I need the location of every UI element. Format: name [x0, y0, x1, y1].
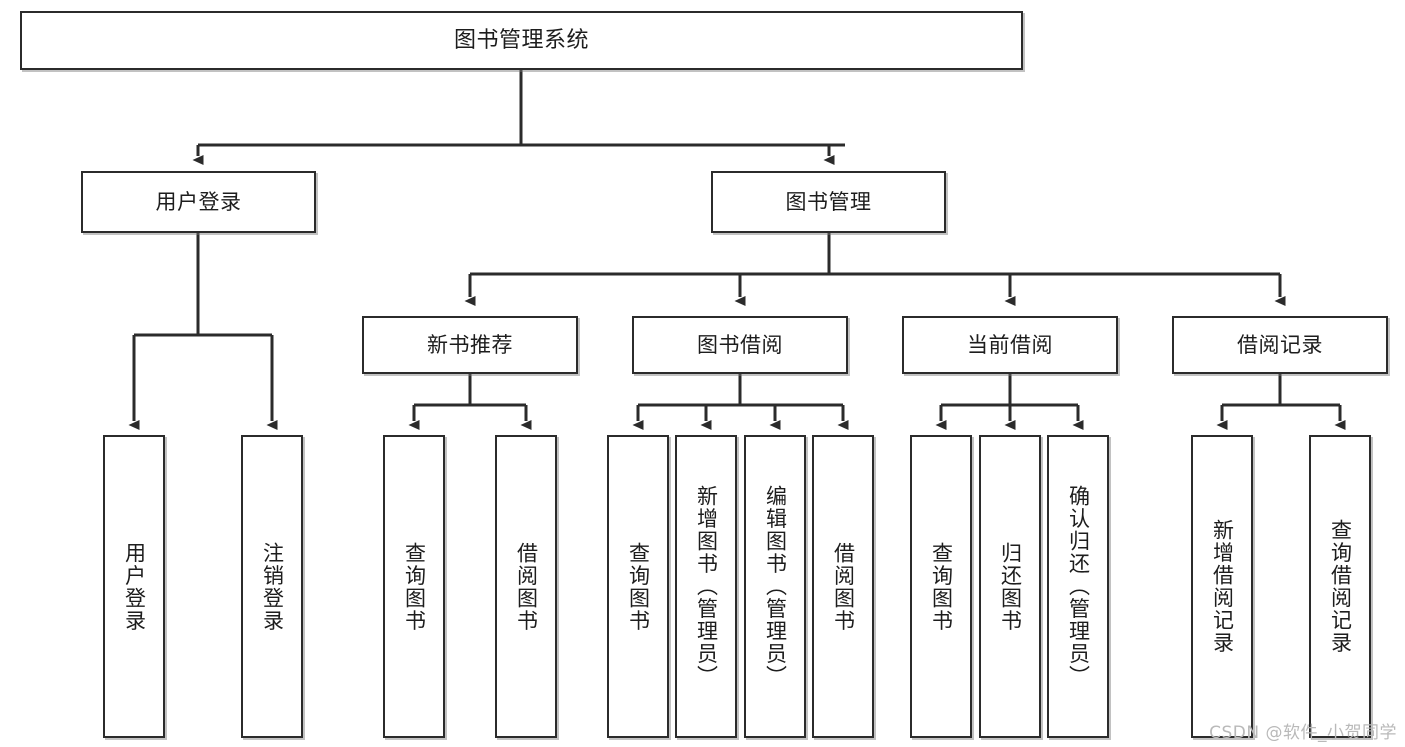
node-label: 注销登录: [260, 541, 285, 632]
node-label: 新书推荐: [427, 332, 513, 357]
node-label: 查询图书: [402, 541, 427, 632]
node-label: 新增图书（管理员）: [694, 485, 719, 688]
leaf-user-login-logout[interactable]: 注销登录: [241, 435, 303, 738]
node-label: 当前借阅: [967, 332, 1053, 357]
leaf-recommend-borrow-book[interactable]: 借阅图书: [495, 435, 557, 738]
node-label: 借阅图书: [831, 541, 856, 632]
leaf-user-login-login[interactable]: 用户登录: [103, 435, 165, 738]
watermark-text: CSDN @软件_小贺同学: [1209, 723, 1397, 743]
leaf-borrow-borrow-book[interactable]: 借阅图书: [812, 435, 874, 738]
node-borrowing-records[interactable]: 借阅记录: [1172, 316, 1388, 374]
node-root-book-management-system[interactable]: 图书管理系统: [20, 11, 1023, 70]
leaf-borrow-edit-book-admin[interactable]: 编辑图书（管理员）: [744, 435, 806, 738]
node-label: 借阅图书: [514, 541, 539, 632]
leaf-record-query-record[interactable]: 查询借阅记录: [1309, 435, 1371, 738]
leaf-recommend-query-book[interactable]: 查询图书: [383, 435, 445, 738]
leaf-borrow-add-book-admin[interactable]: 新增图书（管理员）: [675, 435, 737, 738]
node-label: 借阅记录: [1237, 332, 1323, 357]
leaf-borrow-query-book[interactable]: 查询图书: [607, 435, 669, 738]
node-label: 图书管理系统: [453, 27, 589, 53]
node-new-book-recommendation[interactable]: 新书推荐: [362, 316, 578, 374]
node-label: 编辑图书（管理员）: [763, 485, 788, 688]
node-label: 新增借阅记录: [1210, 519, 1235, 654]
node-label: 用户登录: [122, 541, 147, 632]
leaf-record-add-record[interactable]: 新增借阅记录: [1191, 435, 1253, 738]
node-label: 确认归还（管理员）: [1066, 485, 1091, 688]
node-user-login[interactable]: 用户登录: [81, 171, 316, 233]
leaf-current-query-book[interactable]: 查询图书: [910, 435, 972, 738]
node-label: 用户登录: [155, 189, 242, 214]
leaf-current-confirm-return-admin[interactable]: 确认归还（管理员）: [1047, 435, 1109, 738]
node-book-borrowing[interactable]: 图书借阅: [632, 316, 848, 374]
node-current-borrowing[interactable]: 当前借阅: [902, 316, 1118, 374]
node-label: 查询图书: [929, 541, 954, 632]
leaf-current-return-book[interactable]: 归还图书: [979, 435, 1041, 738]
node-label: 归还图书: [998, 541, 1023, 632]
node-label: 查询借阅记录: [1328, 519, 1353, 654]
node-book-management[interactable]: 图书管理: [711, 171, 946, 233]
node-label: 图书管理: [785, 189, 872, 214]
node-label: 图书借阅: [697, 332, 783, 357]
node-label: 查询图书: [626, 541, 651, 632]
